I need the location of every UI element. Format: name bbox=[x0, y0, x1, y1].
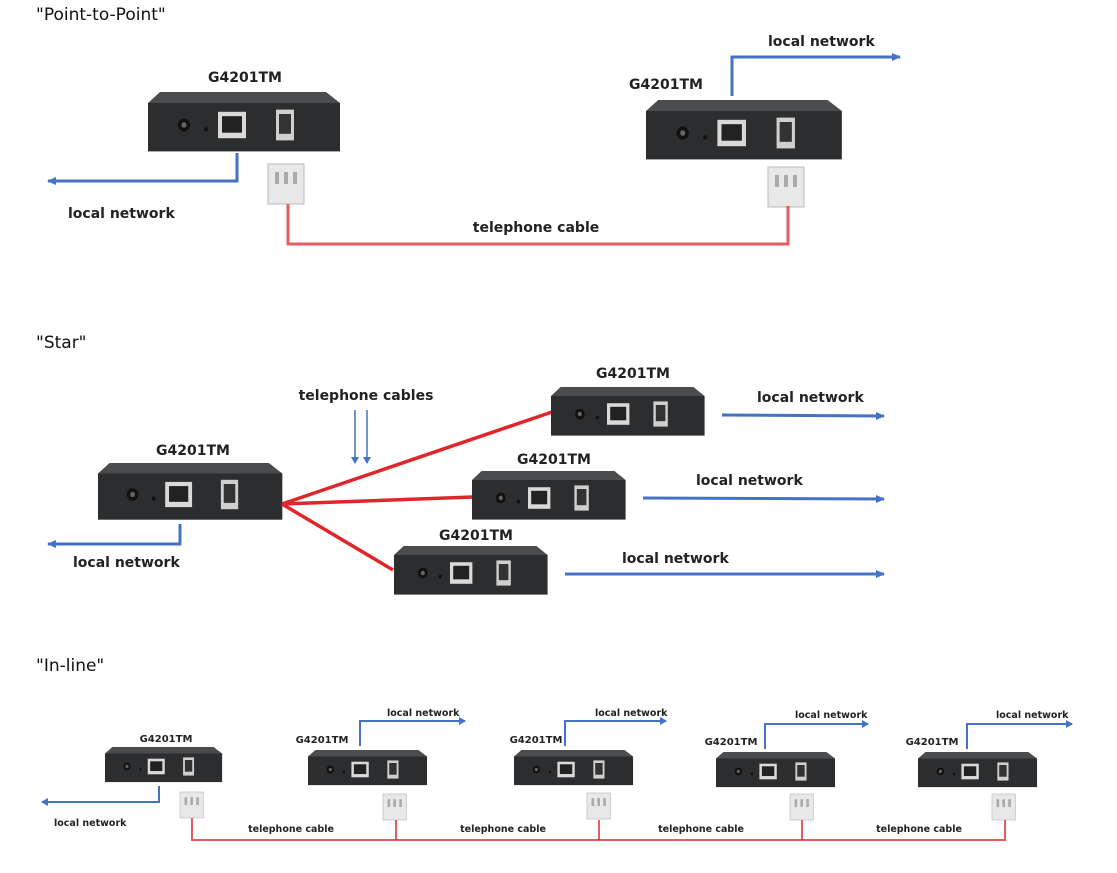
section-title-star: "Star" bbox=[36, 333, 87, 353]
telephone-cable-line bbox=[281, 495, 474, 506]
rj11-plug bbox=[586, 792, 611, 820]
device-label: G4201TM bbox=[140, 734, 193, 745]
device-label: G4201TM bbox=[596, 366, 670, 382]
rj11-plug bbox=[991, 793, 1016, 821]
star-device-1: G4201TM bbox=[551, 366, 705, 436]
inline-device-4: G4201TM bbox=[705, 737, 836, 788]
star-device-2: G4201TM bbox=[472, 452, 626, 520]
section-title-inline: "In-line" bbox=[36, 656, 104, 676]
local-network-arrow bbox=[47, 153, 239, 185]
device-label: G4201TM bbox=[439, 528, 513, 544]
device-label: G4201TM bbox=[156, 443, 230, 459]
local-network-label: local network bbox=[768, 34, 875, 50]
local-network-arrow bbox=[359, 717, 466, 746]
device-label: G4201TM bbox=[517, 452, 591, 468]
inline-device-3: G4201TM bbox=[510, 735, 634, 786]
device-label: G4201TM bbox=[296, 735, 349, 746]
local-network-arrow bbox=[764, 720, 869, 749]
device-label: G4201TM bbox=[906, 737, 959, 748]
local-network-label: local network bbox=[68, 206, 175, 222]
rj11-plug bbox=[767, 166, 805, 208]
star-device-hub: G4201TM bbox=[98, 443, 283, 520]
local-network-label: local network bbox=[73, 555, 180, 571]
local-network-arrow bbox=[730, 53, 901, 96]
local-network-label: local network bbox=[696, 473, 803, 489]
device-label: G4201TM bbox=[208, 70, 282, 86]
p2p-device-right: G4201TM bbox=[629, 77, 842, 160]
star-device-3: G4201TM bbox=[394, 528, 548, 595]
local-network-arrow bbox=[966, 720, 1073, 749]
local-network-label: local network bbox=[622, 551, 729, 567]
inline-device-5: G4201TM bbox=[906, 737, 1038, 788]
device-label: G4201TM bbox=[629, 77, 703, 93]
section-title-point-to-point: "Point-to-Point" bbox=[36, 5, 166, 25]
telephone-cable-line bbox=[281, 502, 394, 572]
local-network-label: local network bbox=[795, 710, 868, 721]
local-network-arrow bbox=[41, 786, 160, 806]
rj11-plug bbox=[789, 793, 814, 821]
rj11-plug bbox=[179, 791, 204, 819]
local-network-label: local network bbox=[595, 708, 668, 719]
p2p-device-left: G4201TM bbox=[148, 70, 340, 152]
rj11-plug bbox=[382, 793, 407, 821]
telephone-cable-line bbox=[281, 410, 553, 506]
local-network-label: local network bbox=[757, 390, 864, 406]
telephone-cable-label: telephone cable bbox=[248, 824, 334, 835]
local-network-label: local network bbox=[996, 710, 1069, 721]
local-network-arrow bbox=[564, 717, 667, 746]
local-network-arrow bbox=[642, 494, 885, 503]
telephone-cable-line bbox=[286, 204, 790, 246]
local-network-arrow bbox=[721, 411, 885, 420]
telephone-cable-label: telephone cable bbox=[460, 824, 546, 835]
telephone-cable-label: telephone cable bbox=[473, 220, 600, 236]
inline-device-2: G4201TM bbox=[296, 735, 428, 786]
device-label: G4201TM bbox=[510, 735, 563, 746]
rj11-plug bbox=[267, 163, 305, 205]
inline-device-1: G4201TM bbox=[105, 734, 223, 783]
telephone-cables-label: telephone cables bbox=[299, 388, 434, 404]
local-network-label: local network bbox=[387, 708, 460, 719]
local-network-label: local network bbox=[54, 818, 127, 829]
local-network-arrow bbox=[47, 524, 182, 548]
telephone-cable-label: telephone cable bbox=[658, 824, 744, 835]
device-label: G4201TM bbox=[705, 737, 758, 748]
telephone-cable-label: telephone cable bbox=[876, 824, 962, 835]
